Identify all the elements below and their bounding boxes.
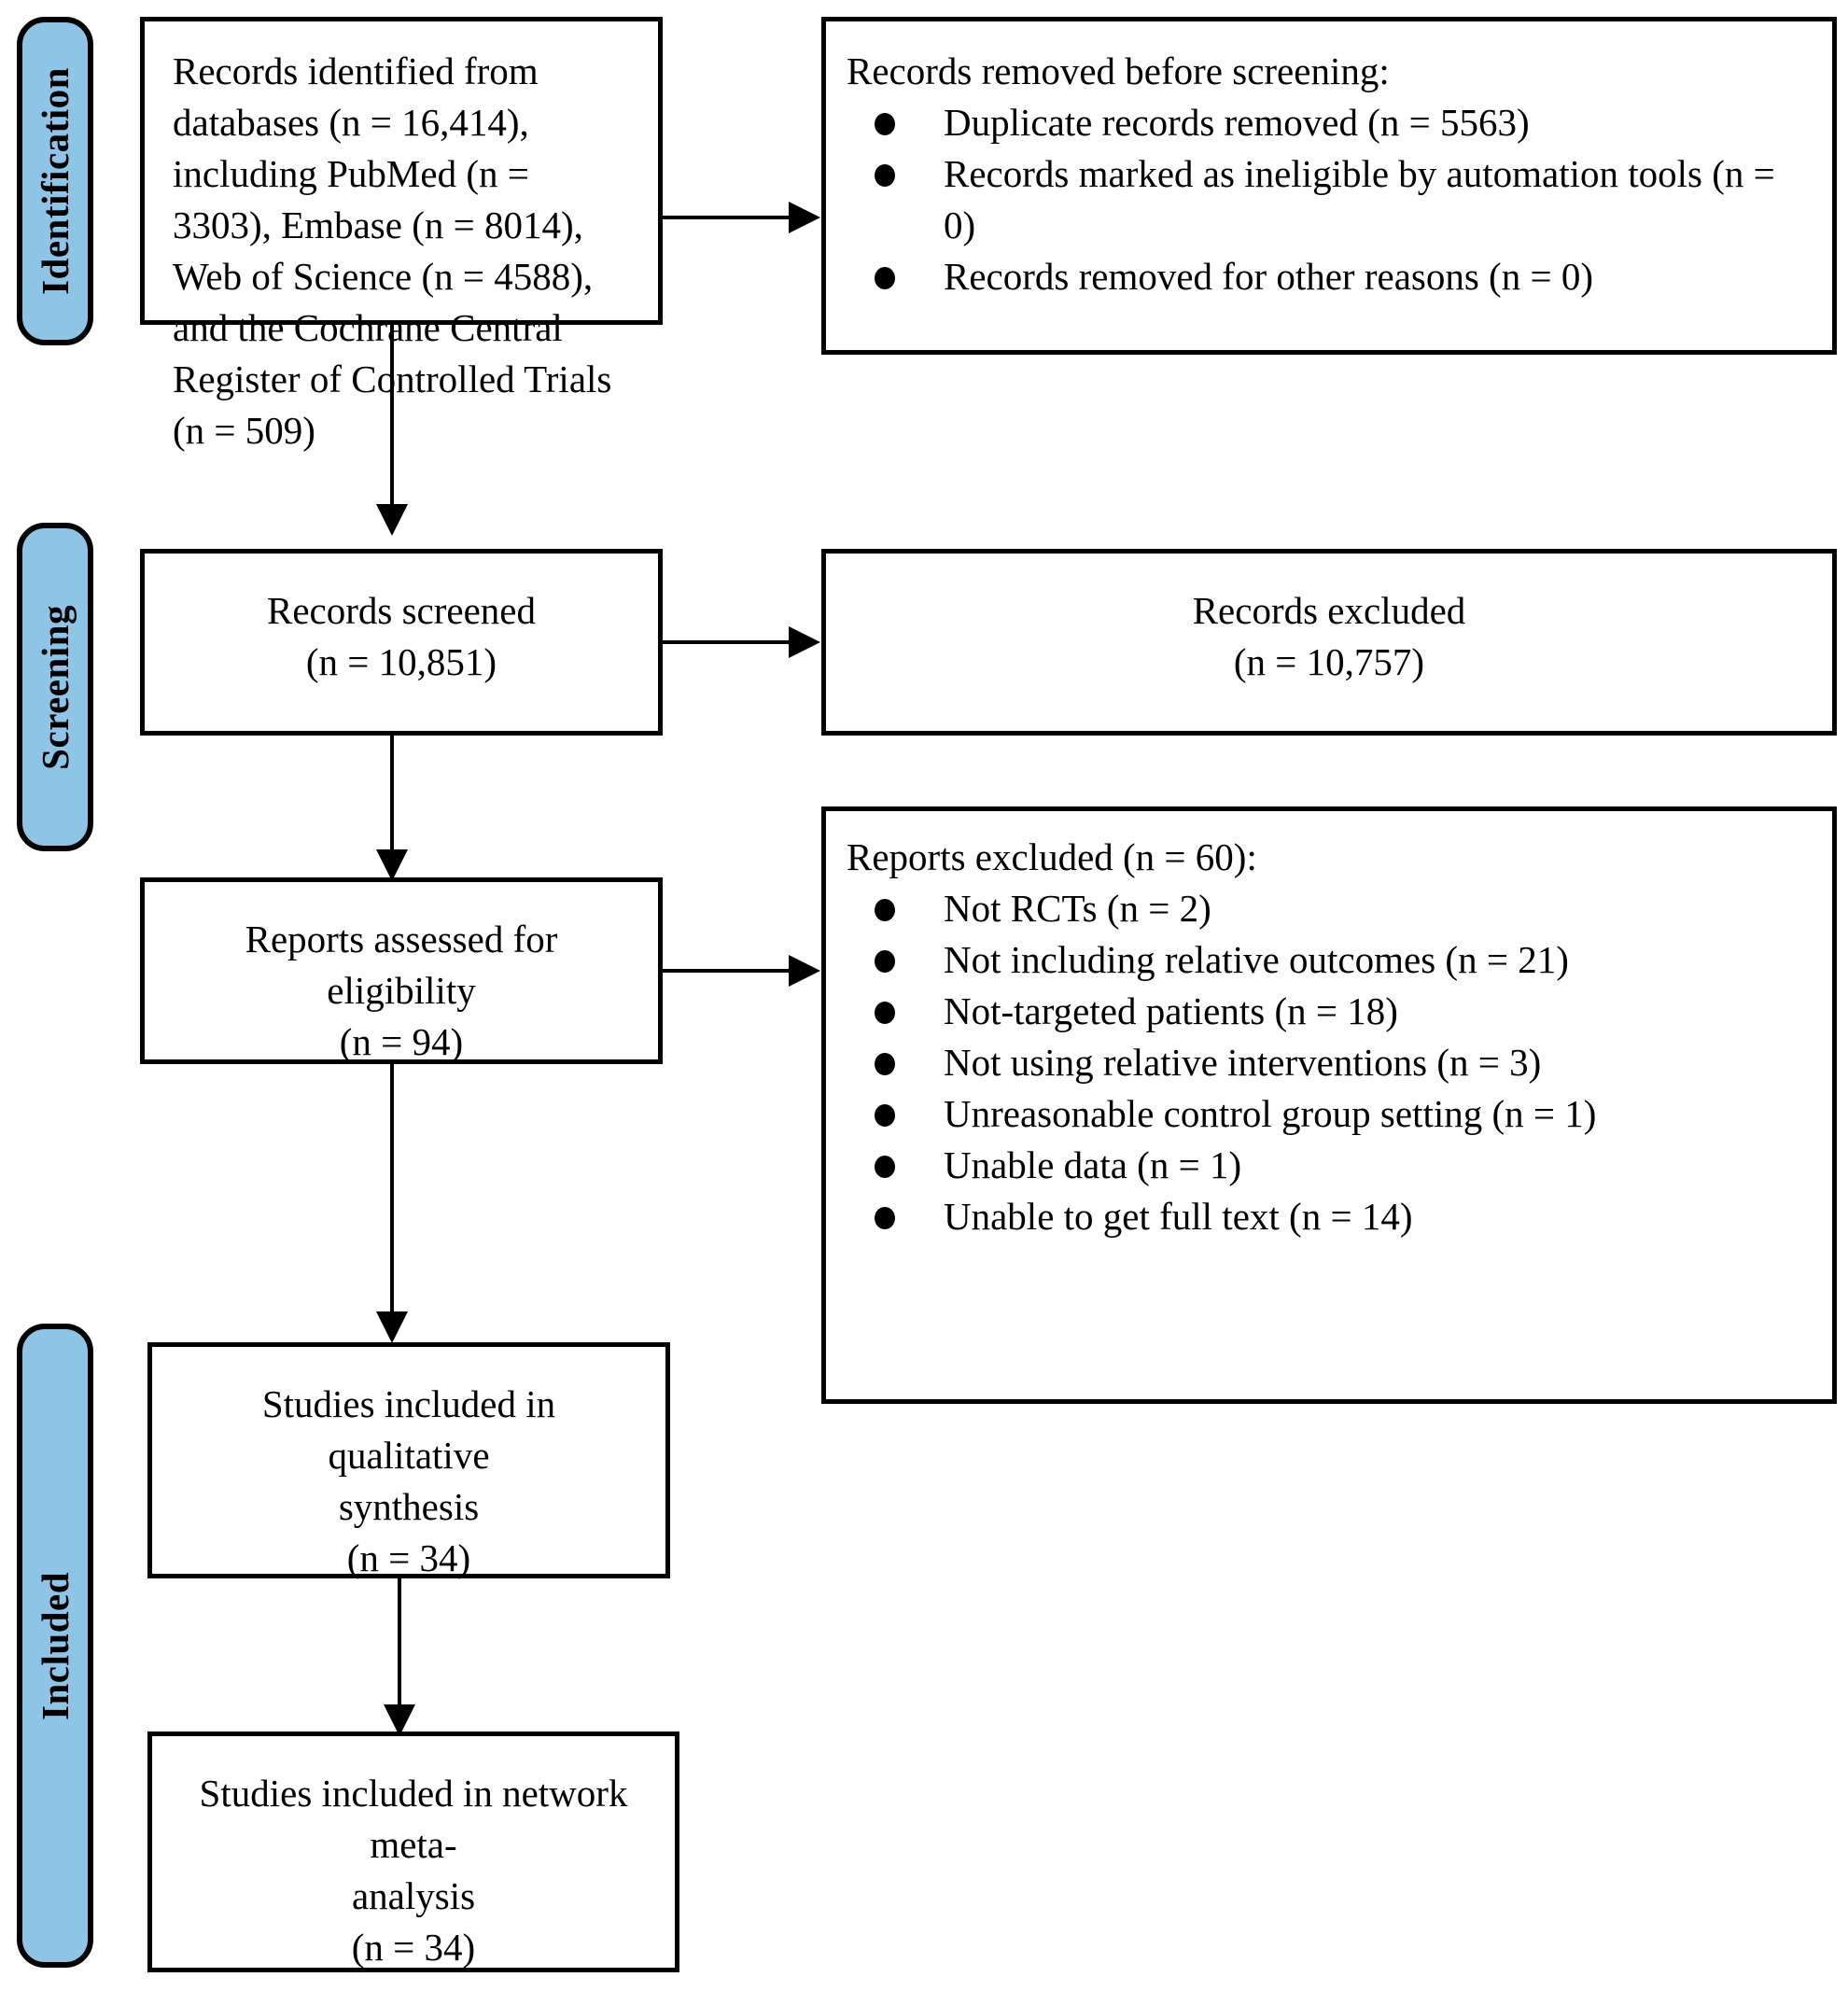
- records-screened-line-1: Records screened: [266, 589, 536, 632]
- list-item: Not RCTs (n = 2): [847, 883, 1812, 934]
- list-item: Unable data (n = 1): [847, 1140, 1812, 1191]
- stage-bar-included: Included: [17, 1324, 93, 1968]
- box-records-removed: Records removed before screening: Duplic…: [821, 17, 1837, 355]
- box-network-meta-analysis: Studies included in network meta- analys…: [147, 1732, 679, 1972]
- list-item: Duplicate records removed (n = 5563): [847, 97, 1812, 148]
- network-meta-analysis-line-2: analysis: [351, 1873, 476, 1917]
- list-item: Records removed for other reasons (n = 0…: [847, 251, 1812, 302]
- network-meta-analysis-line-3: (n = 34): [351, 1925, 476, 1969]
- reports-excluded-heading: Reports excluded (n = 60):: [847, 835, 1257, 878]
- reports-assessed-line-1: Reports assessed for eligibility: [245, 918, 558, 1012]
- stage-bar-screening: Screening: [17, 523, 93, 851]
- connector-identified-to-screened-line: [390, 325, 394, 507]
- qualitative-synthesis-line-1: Studies included in qualitative: [261, 1382, 556, 1477]
- records-excluded-line-2: (n = 10,757): [1233, 639, 1425, 683]
- list-item: Not including relative outcomes (n = 21): [847, 934, 1812, 986]
- network-meta-analysis-line-1: Studies included in network meta-: [199, 1772, 628, 1866]
- stage-label-identification: Identification: [33, 67, 77, 295]
- records-removed-list: Duplicate records removed (n = 5563) Rec…: [847, 97, 1812, 302]
- box-records-identified: Records identified from databases (n = 1…: [140, 17, 663, 452]
- list-item: Not-targeted patients (n = 18): [847, 986, 1812, 1037]
- connector-qualitative-to-network-line: [398, 1578, 401, 1709]
- list-item: Records marked as ineligible by automati…: [847, 148, 1812, 251]
- box-records-excluded: Records excluded (n = 10,757): [821, 549, 1837, 736]
- connector-screened-to-excluded-line: [663, 640, 791, 644]
- connector-assessed-to-qualitative-arrow: [376, 1311, 408, 1343]
- connector-identified-to-removed-line: [663, 216, 791, 219]
- qualitative-synthesis-line-3: (n = 34): [346, 1535, 471, 1579]
- connector-assessed-to-excluded-arrow: [789, 955, 820, 987]
- records-identified-text: Records identified from databases (n = 1…: [173, 49, 612, 452]
- list-item: Not using relative interventions (n = 3): [847, 1037, 1812, 1088]
- stage-label-screening: Screening: [33, 604, 77, 770]
- connector-screened-to-assessed-arrow: [376, 849, 408, 881]
- connector-qualitative-to-network-arrow: [384, 1704, 415, 1736]
- list-item: Unreasonable control group setting (n = …: [847, 1088, 1812, 1140]
- box-reports-excluded: Reports excluded (n = 60): Not RCTs (n =…: [821, 806, 1837, 1404]
- connector-screened-to-assessed-line: [390, 736, 394, 852]
- connector-assessed-to-qualitative-line: [390, 1064, 394, 1316]
- records-excluded-line-1: Records excluded: [1192, 589, 1466, 632]
- connector-identified-to-removed-arrow: [789, 202, 820, 233]
- reports-excluded-list: Not RCTs (n = 2) Not including relative …: [847, 883, 1812, 1242]
- connector-screened-to-excluded-arrow: [789, 626, 820, 658]
- box-records-screened: Records screened (n = 10,851): [140, 549, 663, 736]
- qualitative-synthesis-line-2: synthesis: [338, 1484, 480, 1528]
- box-reports-assessed: Reports assessed for eligibility (n = 94…: [140, 877, 663, 1064]
- connector-assessed-to-excluded-line: [663, 969, 791, 973]
- list-item: Unable to get full text (n = 14): [847, 1191, 1812, 1242]
- records-removed-heading: Records removed before screening:: [847, 49, 1390, 92]
- reports-assessed-line-2: (n = 94): [339, 1019, 464, 1063]
- records-screened-line-2: (n = 10,851): [305, 639, 497, 683]
- stage-bar-identification: Identification: [17, 17, 93, 345]
- stage-label-included: Included: [33, 1571, 77, 1720]
- connector-identified-to-screened-arrow: [376, 504, 408, 536]
- box-qualitative-synthesis: Studies included in qualitative synthesi…: [147, 1342, 670, 1579]
